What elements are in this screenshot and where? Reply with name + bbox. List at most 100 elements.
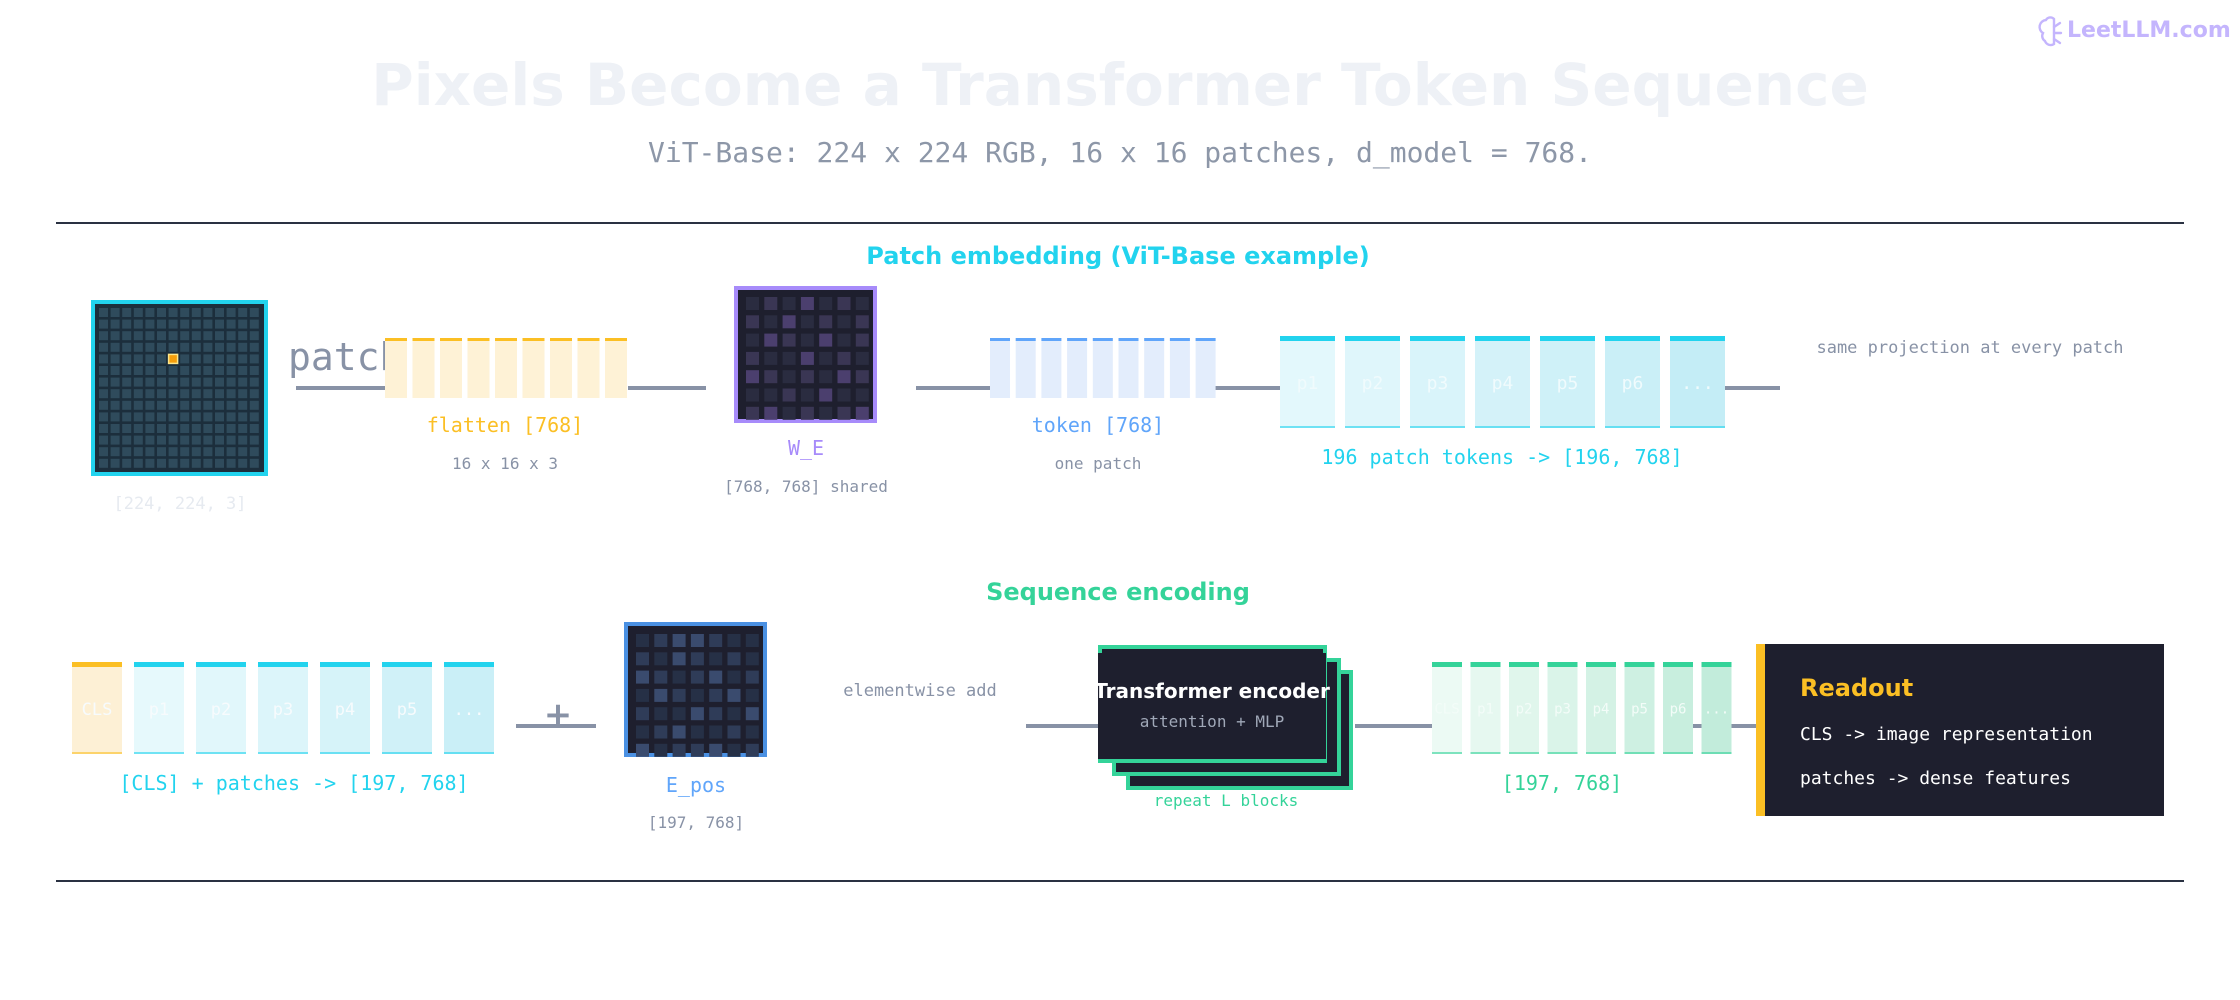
flatten-bar-cap: [385, 338, 407, 341]
image-patch-cell: [145, 458, 155, 468]
patch-token: [1280, 336, 1335, 428]
brand-logo[interactable]: LeetLLM.com: [2038, 16, 2231, 47]
image-patch-cell: [180, 400, 190, 410]
image-patch-cell: [191, 400, 201, 410]
image-patch-cell: [203, 342, 213, 352]
image-patch-cell: [122, 308, 132, 317]
we-matrix-cell: [746, 315, 759, 329]
we-matrix-cell: [764, 351, 778, 365]
epos-matrix-cell: [745, 743, 759, 757]
image-patch-cell: [110, 435, 120, 445]
image-patch-cell: [226, 308, 236, 317]
image-patch-cell: [145, 412, 155, 422]
we-matrix-cell: [746, 297, 759, 310]
image-patch-cell: [226, 400, 236, 410]
epos-matrix-cell: [690, 688, 704, 702]
image-patch-cell: [133, 308, 143, 317]
image-patch-cell: [145, 435, 155, 445]
flatten-vector: [385, 338, 627, 398]
image-patch-cell: [157, 308, 166, 317]
output-token-label: p4: [1593, 702, 1610, 718]
image-patch-cell: [191, 412, 201, 422]
image-patch-cell: [180, 424, 190, 433]
patch-token: [1345, 336, 1400, 428]
image-patch-cell: [145, 447, 155, 457]
image-patch-cell: [203, 308, 213, 317]
image-patch-cell: [133, 354, 143, 364]
we-matrix-cell: [837, 370, 851, 384]
image-patch-cell: [145, 389, 155, 399]
image-patch-cell: [226, 458, 236, 468]
we-matrix-cell: [800, 370, 814, 384]
image-patch-cell: [215, 389, 224, 399]
seq-token: [320, 662, 370, 754]
output-token-label: p1: [1477, 702, 1494, 718]
image-patch-cell: [249, 458, 259, 468]
image-patch-cell: [145, 424, 155, 433]
output-token-cap: [1547, 662, 1578, 667]
image-patch-cell: [191, 331, 201, 341]
we-matrix-cell: [819, 315, 833, 329]
flatten-bar-cap: [412, 338, 435, 341]
image-patch-cell: [157, 389, 166, 399]
image-patch-cell: [168, 400, 178, 410]
we-matrix-cell: [782, 315, 796, 329]
image-patch-cell: [145, 354, 155, 364]
image-patch-cell: [180, 377, 190, 387]
image-patch-cell: [226, 412, 236, 422]
epos-matrix-cell: [709, 743, 723, 757]
image-patch-cell: [249, 389, 259, 399]
image-patch-cell: [168, 342, 178, 352]
token-bar-cap: [1118, 338, 1139, 341]
image-patch-cell: [180, 342, 190, 352]
image-patch-cell: [110, 308, 120, 317]
image-patch-cell: [249, 424, 259, 433]
image-patch-cell: [249, 366, 259, 375]
image-patch-cell: [145, 366, 155, 375]
patch-embedding-heading: Patch embedding (ViT-Base example): [866, 242, 1369, 270]
seq-token-cap: [134, 662, 184, 667]
token-bar: [1092, 338, 1113, 398]
image-patch-cell: [122, 389, 132, 399]
image-patch-cell: [145, 400, 155, 410]
image-patch-cell: [191, 458, 201, 468]
we-matrix-cell: [746, 351, 759, 365]
epos-sub: [197, 768]: [648, 813, 744, 832]
image-patch-cell: [110, 342, 120, 352]
image-patch-cell: [180, 458, 190, 468]
image-patch-cell: [215, 400, 224, 410]
seq-token-label: p2: [211, 700, 231, 720]
image-patch-cell: [157, 377, 166, 387]
patch-token-cap: [1345, 336, 1400, 341]
token-bar-cap: [990, 338, 1010, 341]
output-token: [1470, 662, 1501, 754]
we-matrix-cell: [782, 351, 796, 365]
image-patch-cell: [99, 412, 108, 422]
image-patch-cell: [99, 377, 108, 387]
epos-matrix-cell: [690, 634, 704, 647]
epos-matrix-cell: [690, 743, 704, 757]
image-patch-cell: [226, 331, 236, 341]
flatten-bar: [385, 338, 407, 398]
image-patch-cell: [191, 435, 201, 445]
image-patch-cell: [110, 366, 120, 375]
epos-matrix-cell: [654, 634, 668, 647]
image-patch-cell: [180, 354, 190, 364]
image-patch-cell: [238, 342, 248, 352]
image-patch-cell: [215, 319, 224, 329]
output-token-cap: [1432, 662, 1462, 667]
patch-token: [1605, 336, 1660, 428]
token-bar: [1015, 338, 1036, 398]
epos-matrix-cell: [727, 707, 741, 721]
token-bar-cap: [1041, 338, 1062, 341]
image-patch-cell: [157, 331, 166, 341]
image-patch-cell: [226, 389, 236, 399]
epos-matrix-cell: [636, 725, 649, 739]
image-patch-cell: [168, 389, 178, 399]
output-token-label: p3: [1554, 702, 1571, 718]
image-patch-cell: [99, 354, 108, 364]
image-patch-cell: [238, 354, 248, 364]
flatten-bar: [440, 338, 462, 398]
we-matrix-cell: [855, 297, 869, 310]
image-patch-cell: [203, 354, 213, 364]
